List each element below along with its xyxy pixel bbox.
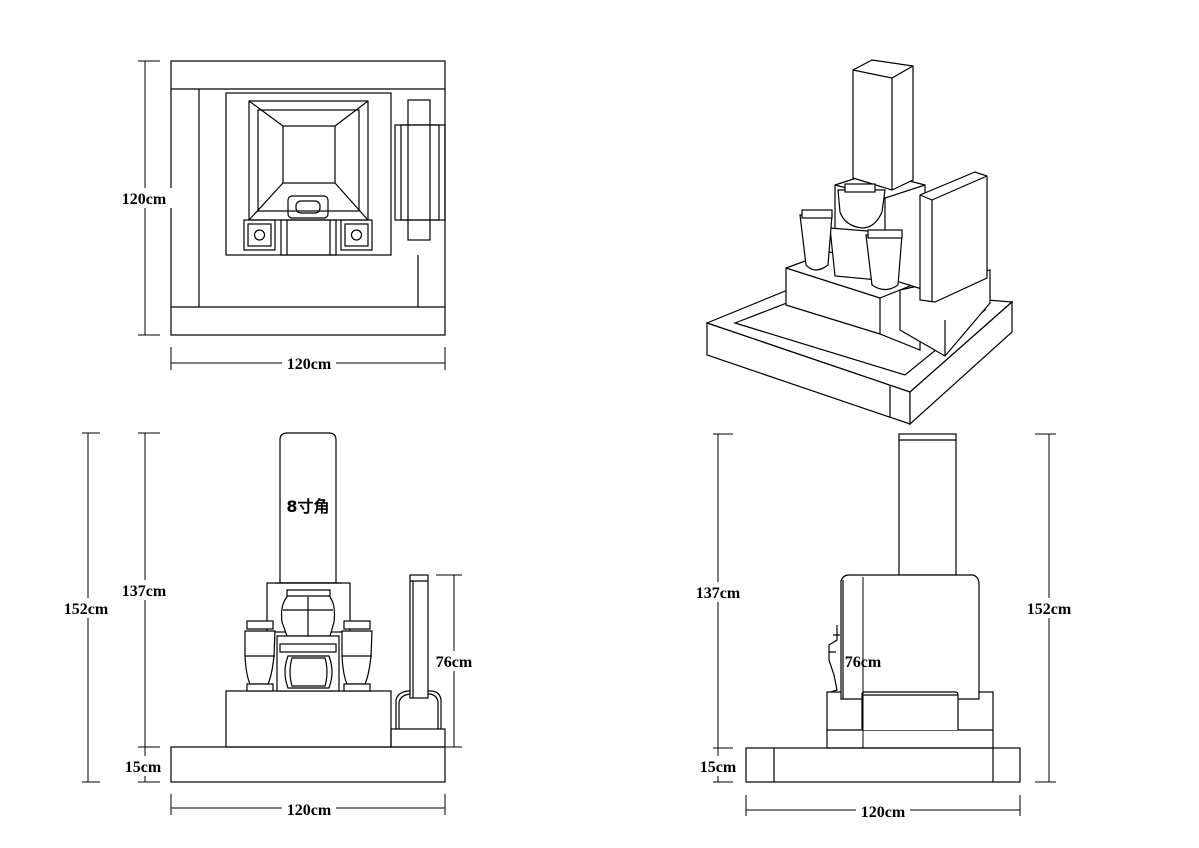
- side-vase-silhouette: [828, 625, 840, 693]
- front-flower-vase-right: [341, 620, 373, 692]
- plan-tower: [248, 100, 369, 256]
- front-upper-height-label: 137cm: [122, 583, 167, 600]
- plan-outer-base: [170, 60, 446, 336]
- plan-width-label: 120cm: [287, 356, 332, 373]
- front-upper-height-dimension: 137cm 15cm: [116, 432, 172, 783]
- side-boshi: [840, 574, 980, 700]
- plan-depth-dimension: 120cm: [116, 60, 172, 336]
- front-base-height-label: 15cm: [125, 759, 162, 776]
- front-width-dimension: 120cm: [170, 794, 446, 819]
- side-pillar: [898, 433, 957, 576]
- front-width-label: 120cm: [287, 802, 332, 819]
- front-total-height-dimension: 152cm: [58, 432, 116, 783]
- side-upper-height-dimension: 137cm 15cm: [690, 433, 746, 783]
- front-base: [170, 746, 446, 783]
- front-boshi: [409, 574, 429, 699]
- side-boshi-height-label: 76cm: [845, 654, 882, 671]
- front-platform: [225, 690, 392, 748]
- side-boshi-height-dimension: 76cm: [845, 577, 882, 748]
- side-total-height-dimension: 152cm: [1021, 433, 1077, 783]
- pillar-size-label: 8寸角: [286, 497, 329, 516]
- front-total-height-label: 152cm: [64, 601, 109, 618]
- side-view: 137cm 15cm 152cm 76cm 120cm: [690, 433, 1077, 821]
- plan-flower-stand-right: [340, 219, 373, 251]
- plan-platform: [225, 92, 392, 256]
- front-flower-vase-left: [244, 620, 276, 692]
- side-upper-height-label: 137cm: [696, 585, 741, 602]
- front-view: 8寸角 152cm: [58, 432, 476, 819]
- plan-width-dimension: 120cm: [170, 347, 446, 373]
- plan-boshi: [394, 99, 446, 241]
- front-boshi-height-dimension: 76cm: [432, 574, 476, 748]
- isometric-view: [705, 59, 1014, 426]
- side-total-height-label: 152cm: [1027, 601, 1072, 618]
- front-boshi-height-label: 76cm: [436, 654, 473, 671]
- side-width-dimension: 120cm: [745, 795, 1021, 821]
- plan-view: 120cm 120cm: [116, 60, 446, 373]
- front-pillar: [279, 432, 337, 584]
- side-width-label: 120cm: [861, 804, 906, 821]
- side-base-height-label: 15cm: [700, 759, 737, 776]
- side-base: [745, 747, 1021, 783]
- plan-depth-label: 120cm: [122, 191, 167, 208]
- plan-flower-stand-left: [243, 219, 276, 251]
